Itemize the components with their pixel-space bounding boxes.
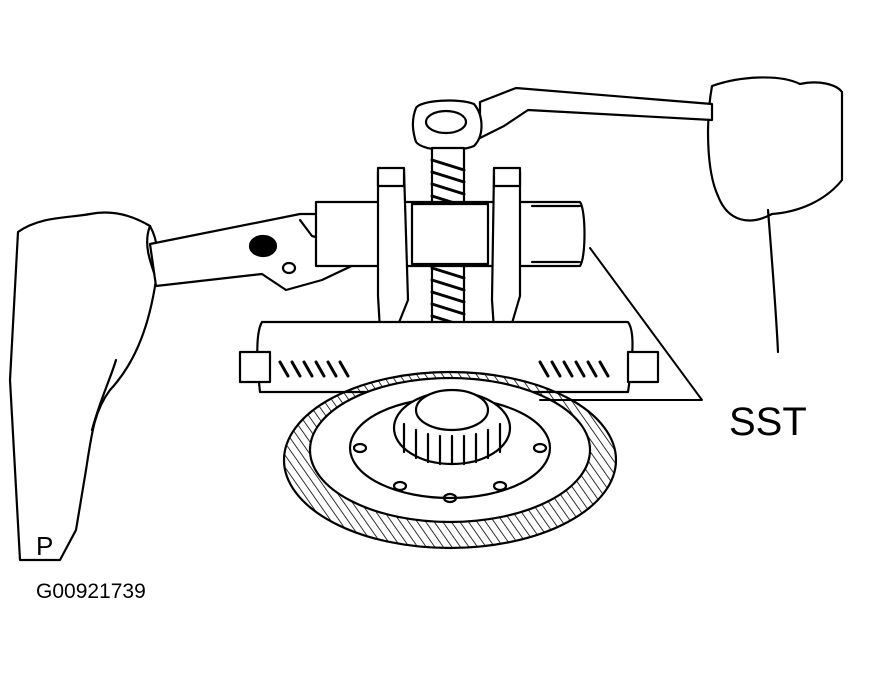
lower-crossbar-graphic — [238, 320, 660, 394]
sst-leader-line — [539, 247, 703, 401]
right-hand-graphic — [707, 76, 844, 354]
bar-handle-graphic — [411, 86, 714, 152]
sst-label: SST — [729, 400, 807, 444]
position-label: P — [36, 531, 54, 561]
upper-crossbar-graphic — [314, 200, 586, 268]
left-hand-graphic — [8, 211, 160, 562]
bearing-graphic — [392, 388, 512, 466]
figure-code: G00921739 — [36, 580, 146, 603]
